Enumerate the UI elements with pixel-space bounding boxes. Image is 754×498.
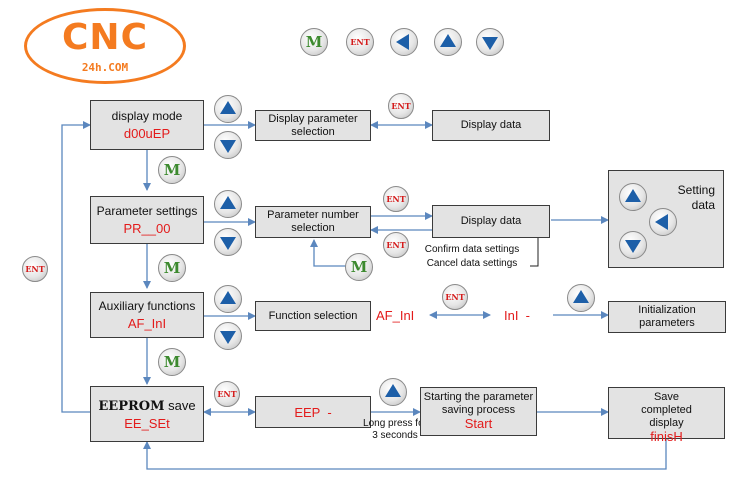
m-key-icon[interactable]: M xyxy=(345,253,373,281)
parameter-display-data-text: Display data xyxy=(460,215,522,227)
af-ini-code: AF_InI xyxy=(376,308,415,323)
logo-brand-text: CNC xyxy=(62,17,148,58)
ent-key-icon[interactable]: ENT xyxy=(383,232,409,258)
up-arrow-icon[interactable] xyxy=(567,284,595,312)
ent-key-icon[interactable]: ENT xyxy=(383,186,409,212)
parameter-number-selection-box: Parameter number selection xyxy=(255,206,371,238)
long-press-note: Long press for 3 seconds xyxy=(363,418,427,441)
parameter-display-data-box: Display data xyxy=(432,205,550,238)
display-mode-title: display mode xyxy=(111,109,183,123)
save-label: save xyxy=(164,397,196,413)
setting-data-label: Setting data xyxy=(677,183,715,212)
down-arrow-icon[interactable] xyxy=(214,131,242,159)
down-arrow-key-icon[interactable] xyxy=(476,28,504,56)
ent-key-icon[interactable]: ENT xyxy=(22,256,48,282)
left-arrow-icon[interactable] xyxy=(649,208,677,236)
left-arrow-key-icon[interactable] xyxy=(390,28,418,56)
display-mode-code: d00uEP xyxy=(123,126,171,141)
cnc24h-logo: CNC 24h.COM xyxy=(24,8,186,84)
up-arrow-icon[interactable] xyxy=(619,183,647,211)
save-completed-display-box: Save completed display finisH xyxy=(608,387,725,443)
ent-key-icon[interactable]: ENT xyxy=(388,93,414,119)
up-arrow-icon[interactable] xyxy=(214,285,242,313)
auxiliary-functions-box: Auxiliary functions AF_InI xyxy=(90,292,204,338)
starting-saving-process-box: Starting the parameter saving process St… xyxy=(420,387,537,436)
initialization-parameters-text: Initialization parameters xyxy=(638,304,696,329)
parameter-settings-code: PR__00 xyxy=(123,221,171,236)
function-selection-box: Function selection xyxy=(255,301,371,331)
m-key-icon[interactable]: M xyxy=(158,254,186,282)
auxiliary-functions-title: Auxiliary functions xyxy=(98,299,196,313)
confirm-data-settings-note: Confirm data settings xyxy=(424,244,520,255)
parameter-number-selection-text: Parameter number selection xyxy=(267,209,359,234)
ini-code: InI - xyxy=(504,308,531,323)
up-arrow-icon[interactable] xyxy=(214,95,242,123)
display-mode-box: display mode d00uEP xyxy=(90,100,204,150)
up-arrow-icon[interactable] xyxy=(379,378,407,406)
starting-saving-process-text: Starting the parameter saving process xyxy=(423,391,534,416)
ent-key-icon[interactable]: ENT xyxy=(442,284,468,310)
display-data-text: Display data xyxy=(460,119,522,131)
display-data-box: Display data xyxy=(432,110,550,141)
save-completed-display-text: Save completed display xyxy=(641,391,692,429)
eep-code: EEP - xyxy=(294,404,332,420)
ent-key-icon[interactable]: ENT xyxy=(214,381,240,407)
parameter-settings-title: Parameter settings xyxy=(96,204,198,218)
display-parameter-selection-text: Display parameter selection xyxy=(268,112,358,138)
initialization-parameters-box: Initialization parameters xyxy=(608,301,726,333)
function-selection-text: Function selection xyxy=(268,309,358,322)
m-key-icon[interactable]: M xyxy=(300,28,328,56)
ent-key-icon[interactable]: ENT xyxy=(346,28,374,56)
down-arrow-icon[interactable] xyxy=(214,322,242,350)
auxiliary-functions-code: AF_InI xyxy=(127,316,167,331)
eep-box: EEP - xyxy=(255,396,371,428)
eeprom-label: EEPROM xyxy=(98,398,165,414)
eeprom-save-title: EEPROM save xyxy=(98,399,195,413)
start-code: Start xyxy=(464,416,493,431)
up-arrow-key-icon[interactable] xyxy=(434,28,462,56)
eeprom-save-code: EE_SEt xyxy=(124,415,170,431)
display-parameter-selection-box: Display parameter selection xyxy=(255,110,371,141)
up-arrow-icon[interactable] xyxy=(214,190,242,218)
cancel-data-settings-note: Cancel data settings xyxy=(426,258,518,269)
down-arrow-icon[interactable] xyxy=(619,231,647,259)
m-key-icon[interactable]: M xyxy=(158,348,186,376)
eeprom-save-box: EEPROM save EE_SEt xyxy=(90,386,204,442)
logo-subtext: 24h.COM xyxy=(81,61,129,74)
m-key-icon[interactable]: M xyxy=(158,156,186,184)
down-arrow-icon[interactable] xyxy=(214,228,242,256)
finish-code: finisH xyxy=(650,429,683,444)
parameter-settings-box: Parameter settings PR__00 xyxy=(90,196,204,244)
